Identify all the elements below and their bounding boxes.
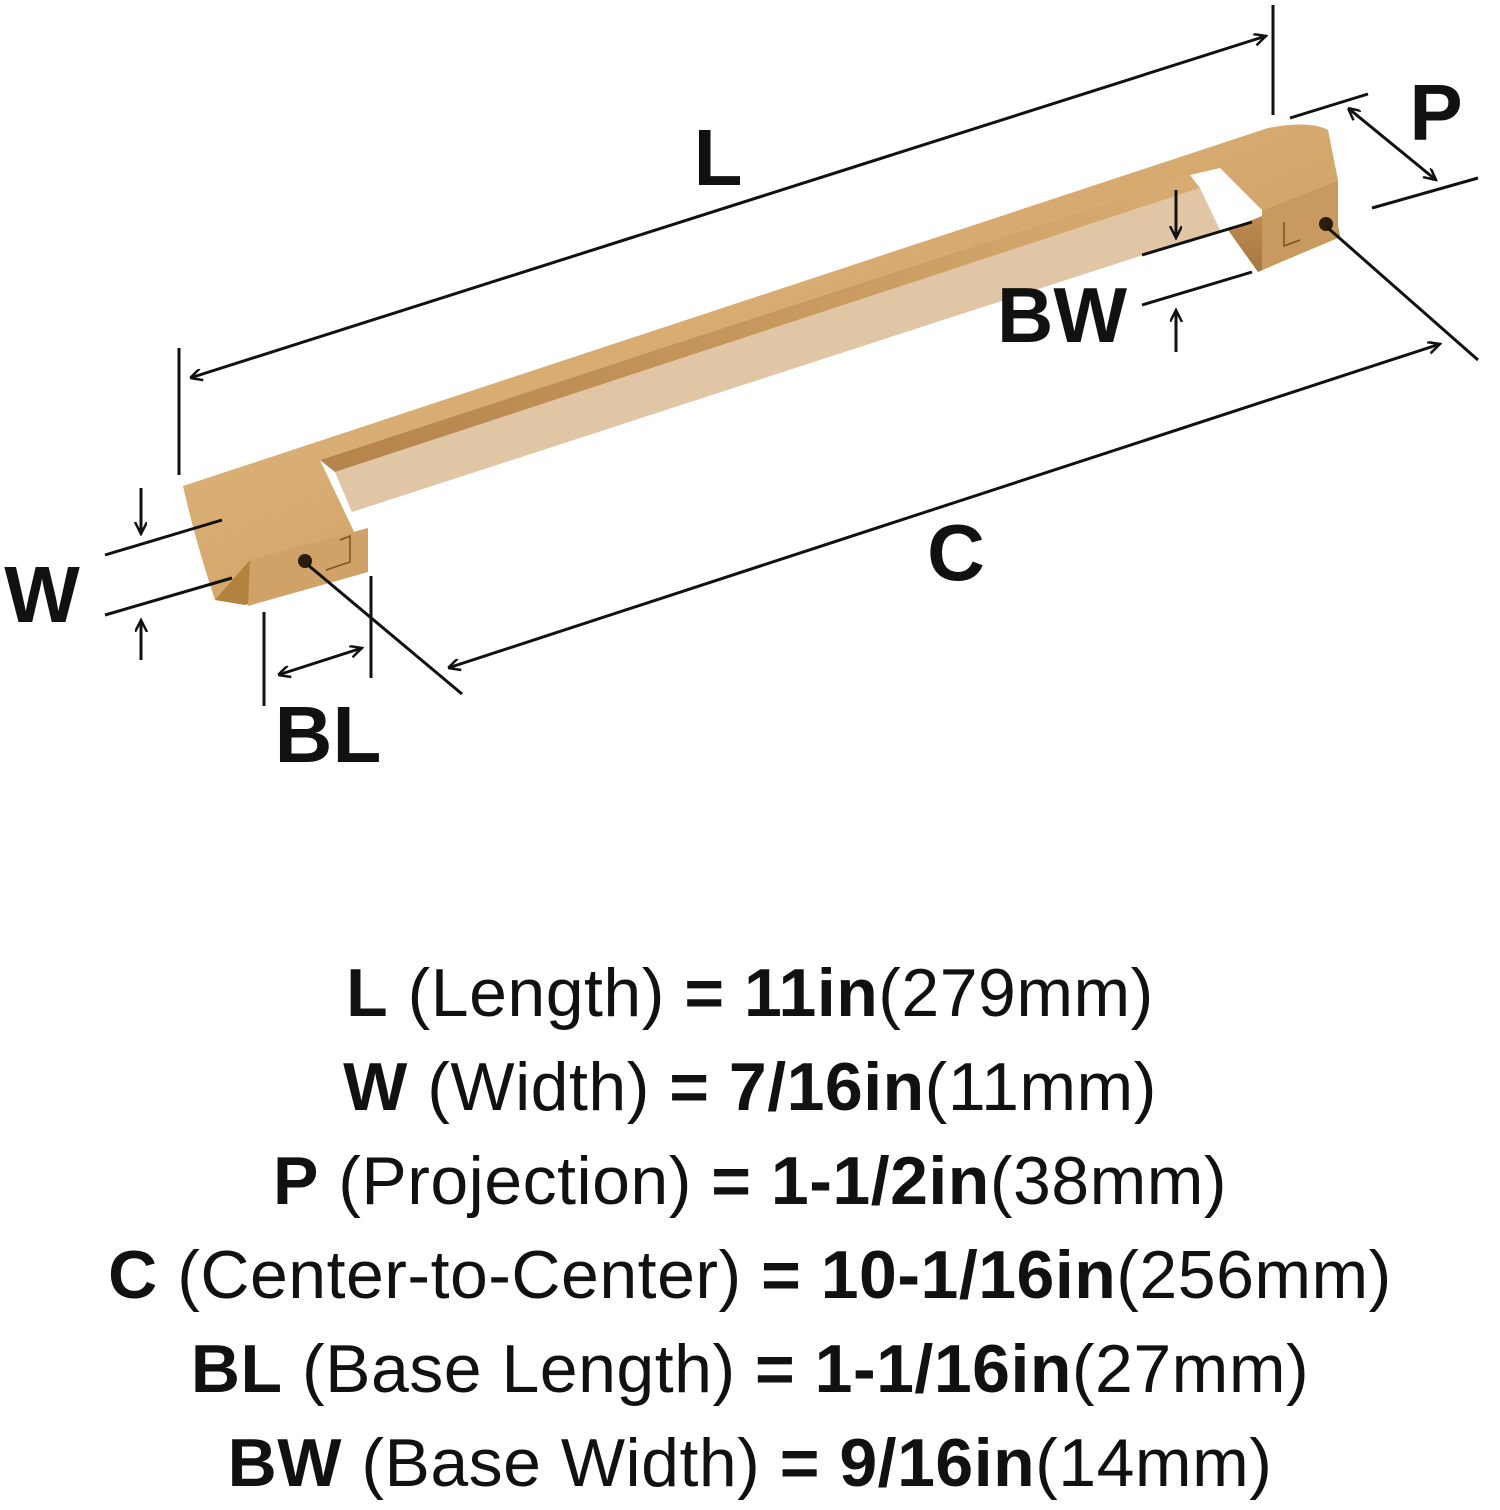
spec-metric: (279mm) bbox=[878, 955, 1154, 1031]
spec-metric: (14mm) bbox=[1035, 1425, 1273, 1501]
spec-imperial: 10-1/16in bbox=[820, 1237, 1117, 1313]
left-foot-mark bbox=[325, 534, 351, 571]
spec-equals: = bbox=[669, 1049, 710, 1125]
spec-code: BW bbox=[227, 1425, 342, 1501]
spec-metric: (27mm) bbox=[1071, 1331, 1310, 1407]
center-to-center-label: C bbox=[927, 508, 985, 597]
spec-row-length: L (Length) = 11in(279mm) bbox=[0, 946, 1500, 1040]
base-length-dimension-line bbox=[278, 648, 362, 675]
right-foot-mark bbox=[1283, 222, 1301, 248]
spec-imperial: 11in bbox=[743, 955, 879, 1031]
spec-equals: = bbox=[755, 1331, 796, 1407]
spec-code: C bbox=[108, 1237, 158, 1313]
length-label: L bbox=[694, 113, 743, 202]
spec-row-projection: P (Projection) = 1-1/2in(38mm) bbox=[0, 1134, 1500, 1228]
base-width-label: BW bbox=[997, 271, 1127, 359]
spec-name: (Width) bbox=[427, 1049, 650, 1125]
projection-label: P bbox=[1409, 68, 1462, 157]
spec-code: L bbox=[346, 955, 389, 1031]
spec-equals: = bbox=[711, 1143, 752, 1219]
width-label: W bbox=[4, 550, 80, 639]
handle-dimension-diagram: L P BW W C BL bbox=[4, 5, 1479, 779]
spec-name: (Center-to-Center) bbox=[177, 1237, 742, 1313]
base-length-label: BL bbox=[275, 690, 382, 779]
dimension-lines bbox=[104, 5, 1479, 706]
spec-metric: (256mm) bbox=[1116, 1237, 1392, 1313]
dimension-spec-list: L (Length) = 11in(279mm) W (Width) = 7/1… bbox=[0, 946, 1500, 1510]
spec-name: (Projection) bbox=[338, 1143, 692, 1219]
spec-imperial: 1-1/16in bbox=[814, 1331, 1072, 1407]
spec-code: BL bbox=[190, 1331, 283, 1407]
spec-imperial: 1-1/2in bbox=[770, 1143, 990, 1219]
spec-row-base-length: BL (Base Length) = 1-1/16in(27mm) bbox=[0, 1322, 1500, 1416]
spec-code: P bbox=[272, 1143, 319, 1219]
spec-equals: = bbox=[684, 955, 725, 1031]
spec-equals: = bbox=[779, 1425, 820, 1501]
spec-metric: (38mm) bbox=[989, 1143, 1228, 1219]
spec-equals: = bbox=[761, 1237, 802, 1313]
length-dimension-line bbox=[190, 36, 1266, 378]
spec-metric: (11mm) bbox=[924, 1049, 1157, 1125]
center-to-center-dimension-line bbox=[448, 344, 1440, 668]
spec-name: (Length) bbox=[407, 955, 665, 1031]
spec-row-base-width: BW (Base Width) = 9/16in(14mm) bbox=[0, 1416, 1500, 1510]
spec-name: (Base Length) bbox=[301, 1331, 736, 1407]
spec-code: W bbox=[343, 1049, 408, 1125]
spec-row-width: W (Width) = 7/16in(11mm) bbox=[0, 1040, 1500, 1134]
spec-imperial: 9/16in bbox=[839, 1425, 1036, 1501]
spec-imperial: 7/16in bbox=[728, 1049, 925, 1125]
spec-name: (Base Width) bbox=[361, 1425, 761, 1501]
projection-dimension-line bbox=[1348, 108, 1436, 180]
spec-row-center-to-center: C (Center-to-Center) = 10-1/16in(256mm) bbox=[0, 1228, 1500, 1322]
